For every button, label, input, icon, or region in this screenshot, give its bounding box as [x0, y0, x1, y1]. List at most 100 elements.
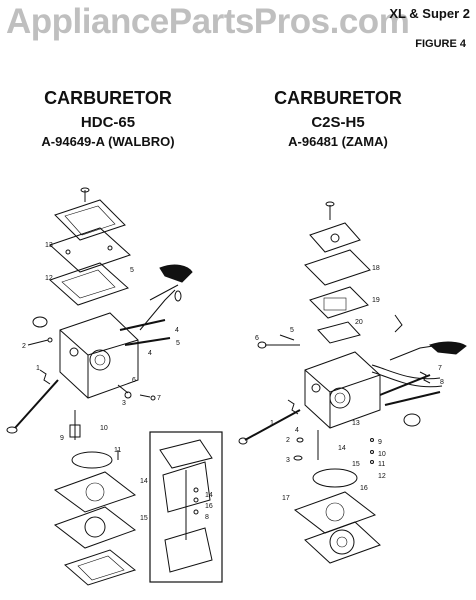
- left-callout-5b: 5: [176, 340, 180, 347]
- left-leader: [117, 384, 129, 394]
- inset-callout-16: 16: [205, 503, 213, 510]
- right-screw-6: [257, 341, 267, 349]
- left-gasket-14-center: [85, 482, 105, 502]
- left-venturi-inner: [94, 354, 106, 366]
- right-callout-8: 8: [440, 379, 444, 386]
- right-cover: [309, 222, 361, 253]
- left-gasket-hole: [107, 245, 113, 251]
- right-body-edge: [304, 369, 331, 393]
- left-carb-body: [59, 312, 139, 399]
- left-callout-7: 7: [157, 395, 161, 402]
- left-cover-15: [53, 506, 137, 549]
- right-disc: [403, 413, 421, 427]
- right-top-screw-head: [325, 201, 335, 207]
- left-callout-2: 2: [22, 343, 26, 350]
- inset-body: [162, 461, 211, 513]
- right-venturi-inner: [334, 392, 346, 404]
- left-part-7: [150, 395, 156, 401]
- right-bottom-cover: [304, 521, 381, 564]
- left-callout-6: 6: [132, 377, 136, 384]
- left-body-edge: [59, 329, 89, 356]
- right-diaphragm-inner: [323, 297, 347, 311]
- inset-top: [159, 439, 213, 469]
- left-shaft-rod: [149, 284, 179, 301]
- left-callout-1: 1: [36, 365, 40, 372]
- right-callout-15: 15: [352, 461, 360, 468]
- right-callout-5: 5: [290, 327, 294, 334]
- left-callout-4b: 4: [148, 350, 152, 357]
- left-choke-shaft: [14, 379, 59, 429]
- right-part-number: A-96481 (ZAMA): [288, 134, 388, 149]
- left-callout-13: 13: [45, 242, 53, 249]
- left-part-number: A-94649-A (WALBRO): [41, 134, 175, 149]
- left-cover-plate: [54, 199, 126, 241]
- left-leader: [139, 394, 151, 398]
- left-spring: [174, 290, 182, 302]
- left-gasket-13: [49, 227, 131, 273]
- right-lever-bracket: [394, 314, 403, 333]
- right-part-10: [370, 438, 374, 442]
- left-part-3: [124, 391, 132, 399]
- inset-part: [193, 487, 199, 493]
- right-callout-17: 17: [282, 495, 290, 502]
- left-diaphragm-inner: [61, 269, 116, 299]
- left-adj-screw: [124, 337, 171, 346]
- right-adj-screw: [379, 374, 431, 396]
- left-gasket-14: [53, 471, 137, 513]
- left-body-edge: [87, 339, 139, 356]
- right-title: CARBURETOR: [274, 88, 402, 108]
- left-cover-15-center: [84, 516, 106, 538]
- inset-detail: [149, 431, 223, 583]
- right-callout-20: 20: [355, 319, 363, 326]
- right-shaft-line: [371, 371, 443, 388]
- right-callout-2: 2: [286, 437, 290, 444]
- right-callout-13: 13: [352, 420, 360, 427]
- left-bottom-inner: [77, 555, 125, 581]
- right-callout-6: 6: [255, 335, 259, 342]
- right-callout-14: 14: [338, 445, 346, 452]
- right-diaphragm-19: [309, 286, 369, 319]
- inset-callout-8: 8: [205, 514, 209, 521]
- right-part-11: [370, 450, 374, 454]
- right-cover-center: [330, 233, 340, 243]
- left-model: HDC-65: [80, 114, 136, 131]
- right-model: C2S-H5: [311, 114, 365, 131]
- right-callout-7: 7: [438, 365, 442, 372]
- right-gasket-17: [293, 491, 377, 534]
- right-bottom-cover-inner: [336, 536, 348, 548]
- left-callout-11: 11: [114, 447, 121, 454]
- inset-frame: [149, 431, 223, 583]
- right-callout-9: 9: [378, 439, 382, 446]
- right-choke-spring: [287, 399, 299, 415]
- left-callout-15: 15: [140, 515, 148, 522]
- right-callout-11: 11: [378, 461, 385, 468]
- right-callout-1: 1: [270, 420, 274, 427]
- left-top-screw-head: [80, 187, 90, 193]
- left-callout-4: 4: [175, 327, 179, 334]
- right-callout-12: 12: [378, 473, 386, 480]
- left-gasket-hole: [65, 249, 71, 255]
- watermark: AppliancePartsPros.com: [6, 2, 410, 41]
- left-body-port: [69, 347, 79, 357]
- left-callout-12: 12: [45, 275, 53, 282]
- left-part-2-screw: [27, 339, 49, 346]
- right-gasket-17-center: [325, 502, 345, 522]
- left-cover-inner: [64, 205, 116, 236]
- figure-label: FIGURE 4: [415, 38, 466, 50]
- right-part-4: [296, 437, 304, 443]
- right-callout-10: 10: [378, 451, 386, 458]
- left-title: CARBURETOR: [44, 88, 172, 108]
- left-venturi: [89, 349, 111, 371]
- left-bottom-plate: [64, 549, 137, 586]
- right-callout-18: 18: [372, 265, 380, 272]
- inset-part: [193, 509, 199, 515]
- left-adj-screw: [119, 319, 166, 331]
- right-spring: [419, 371, 431, 384]
- right-callout-4: 4: [295, 427, 299, 434]
- right-callout-3: 3: [286, 457, 290, 464]
- left-needle-holder: [69, 424, 81, 438]
- inset-callout-14: 14: [205, 492, 213, 499]
- left-callout-3: 3: [122, 400, 126, 407]
- right-bottom-cover-center: [329, 529, 355, 555]
